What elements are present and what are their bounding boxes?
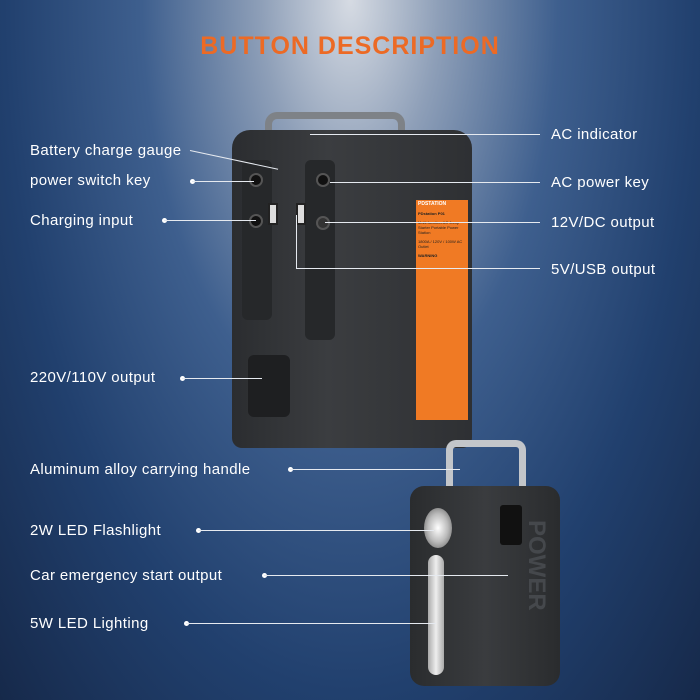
charging-input-port — [249, 214, 263, 228]
sticker-brand: PDSTATION — [418, 201, 447, 207]
pointer-line — [164, 220, 256, 221]
center-panel — [305, 160, 335, 340]
sticker-desc: Multi-function AC Jump Starter Portable … — [418, 220, 459, 235]
label-car-emergency-start: Car emergency start output — [30, 567, 223, 584]
label-ac-indicator: AC indicator — [551, 126, 638, 143]
label-5v-usb-output: 5V/USB output — [551, 261, 656, 278]
dc-output-port — [316, 216, 330, 230]
pointer-line — [325, 222, 540, 223]
usb-port — [268, 203, 278, 225]
pointer-line — [330, 182, 540, 183]
label-ac-power-key: AC power key — [551, 174, 650, 191]
jump-start-port — [500, 505, 522, 545]
carrying-handle — [265, 112, 405, 138]
pointer-line — [264, 575, 508, 576]
usb-port — [296, 203, 306, 225]
product-sticker: PDSTATION PDstation P01 Multi-function A… — [416, 200, 468, 420]
sticker-model: PDstation P01 — [418, 211, 445, 216]
power-switch-key — [249, 173, 263, 187]
flashlight — [424, 508, 452, 548]
sticker-specs: 1800A / 120V / 100W AC Outlet — [418, 239, 463, 249]
pointer-line — [290, 469, 460, 470]
label-ac-output: 220V/110V output — [30, 369, 156, 386]
pointer-line — [198, 530, 434, 531]
pointer-line — [310, 134, 540, 135]
pointer-line — [296, 215, 297, 269]
side-text: POWER — [523, 520, 550, 611]
led-light-bar — [428, 555, 444, 675]
label-12v-dc-output: 12V/DC output — [551, 214, 655, 231]
label-flashlight: 2W LED Flashlight — [30, 522, 162, 539]
pointer-line — [186, 623, 436, 624]
sticker-warning: WARNING — [418, 253, 438, 258]
ac-power-key — [316, 173, 330, 187]
label-led-lighting: 5W LED Lighting — [30, 615, 149, 632]
label-charging-input: Charging input — [30, 212, 134, 229]
label-aluminum-handle: Aluminum alloy carrying handle — [30, 461, 251, 478]
aluminum-handle — [446, 440, 526, 492]
page-title: BUTTON DESCRIPTION — [200, 32, 500, 60]
ac-outlet — [248, 355, 290, 417]
pointer-line — [296, 268, 540, 269]
pointer-line — [182, 378, 262, 379]
label-power-switch-key: power switch key — [30, 172, 151, 189]
label-battery-charge-gauge: Battery charge gauge — [30, 142, 182, 159]
pointer-line — [192, 181, 254, 182]
